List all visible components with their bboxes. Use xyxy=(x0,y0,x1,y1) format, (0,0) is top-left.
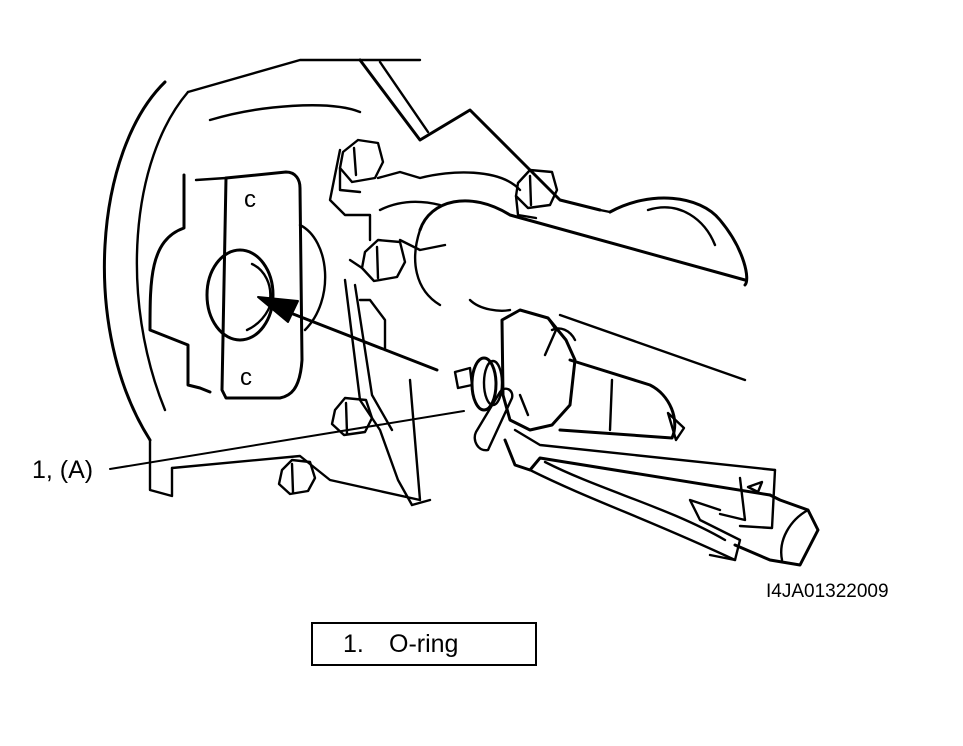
sensor-assembly xyxy=(453,308,686,452)
bolt-top-left xyxy=(338,138,385,194)
legend-box: 1. O-ring xyxy=(311,622,537,666)
mounting-flange: c c xyxy=(148,170,327,400)
bolt-top-right xyxy=(514,168,559,220)
bolt-bottom xyxy=(277,458,317,496)
bolt-lower-left xyxy=(330,396,374,437)
callout-leader-line xyxy=(109,410,465,470)
legend-number: 1. xyxy=(343,629,364,658)
flange-mark-bottom: c xyxy=(240,364,252,391)
shaft-bore xyxy=(205,248,275,342)
o-ring xyxy=(470,356,498,412)
bolt-mid xyxy=(348,238,407,283)
legend-text: O-ring xyxy=(389,629,459,658)
flange-mark-top: c xyxy=(244,186,256,213)
transmission-housing xyxy=(102,58,422,502)
figure-code: I4JA01322009 xyxy=(766,581,889,602)
bolts xyxy=(277,138,559,496)
gear-case xyxy=(328,58,602,352)
insertion-arrow xyxy=(257,296,439,372)
callout-label: 1, (A) xyxy=(32,456,93,484)
wiring-harness xyxy=(503,428,820,567)
drive-shaft xyxy=(413,196,749,382)
bracket-plate xyxy=(343,278,432,507)
